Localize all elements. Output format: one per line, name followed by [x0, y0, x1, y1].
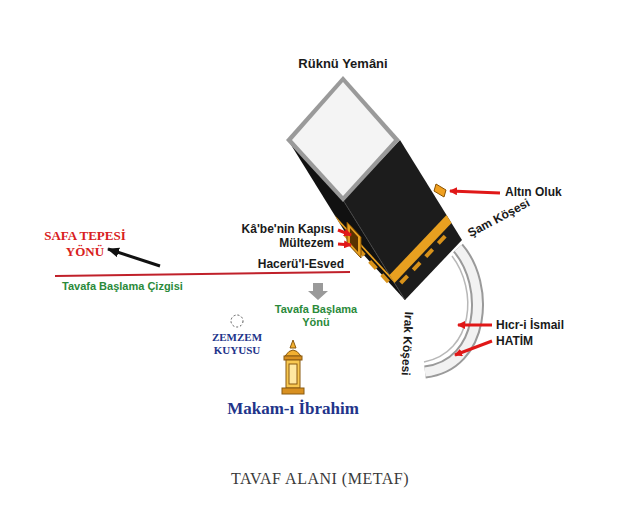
part-label: Mültezem	[279, 236, 334, 250]
band-dash	[438, 236, 445, 243]
caption: TAVAF ALANI (METAF)	[231, 469, 409, 488]
direction-label: SAFA TEPESİ YÖNÜ	[35, 228, 135, 260]
corner-label: Irak Köşesi	[399, 311, 416, 376]
place-label: Makam-ı İbrahim	[227, 399, 359, 419]
part-label: HATİM	[496, 334, 533, 348]
direction-label: Tavafa Başlama Yönü	[270, 303, 362, 329]
corner-label: Şam Köşesi	[465, 196, 532, 240]
corner-label: Rüknü Yemâni	[298, 56, 387, 72]
corner-label: Hacerü'l-Esved	[258, 257, 344, 271]
place-label: ZEMZEM KUYUSU	[201, 331, 273, 357]
part-label: Altın Oluk	[505, 185, 562, 199]
part-label: Kâ'be'nin Kapısı	[242, 222, 334, 236]
band-dash	[401, 276, 408, 283]
band-dash	[426, 249, 433, 256]
line-label: Tavafa Başlama Çizgisi	[62, 280, 183, 293]
band-dash	[413, 263, 420, 270]
band-dash	[382, 275, 389, 282]
part-label: Hıcr-i İsmail	[496, 318, 564, 332]
band-dash	[370, 261, 377, 268]
